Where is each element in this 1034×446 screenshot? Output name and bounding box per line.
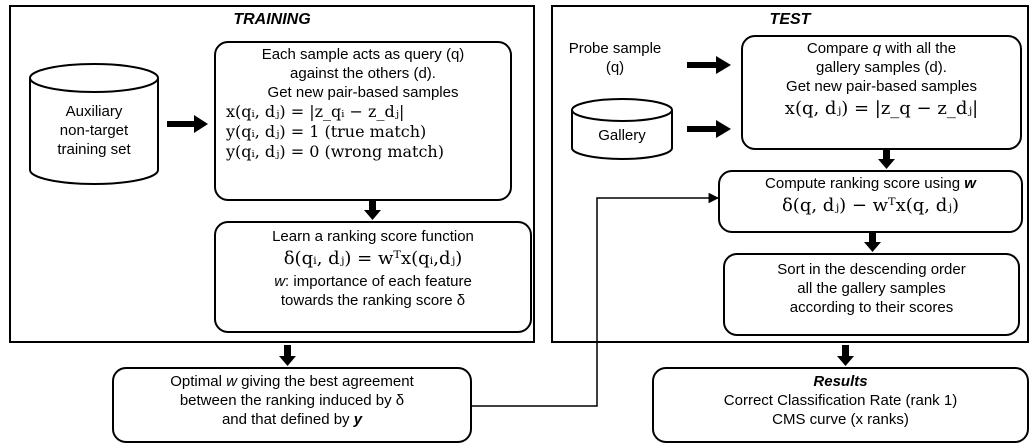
arrow-test-to-results	[837, 345, 854, 366]
optimal-line-1-post: giving the best agreement	[236, 373, 414, 390]
arrow-gallery-to-compare	[687, 120, 731, 138]
pair-generation-box: Each sample acts as query (q) against th…	[214, 41, 512, 201]
compare-line-1-pre: Compare	[806, 40, 873, 57]
compare-line-1: Compare q with all the	[743, 39, 1020, 58]
auxiliary-line-1: Auxiliary	[65, 103, 123, 120]
training-title: TRAINING	[233, 11, 311, 28]
probe-line-1: Probe sample	[568, 40, 662, 57]
optimal-line-3: and that defined by y	[114, 410, 470, 429]
gallery-label: Gallery	[598, 127, 646, 144]
test-title: TEST	[769, 11, 811, 28]
results-title: Results	[813, 373, 868, 390]
compare-line-2: gallery samples (d).	[816, 59, 947, 76]
optimal-w-box: Optimal w giving the best agreement betw…	[112, 367, 472, 443]
pairs-line-2: against the others (d).	[290, 65, 436, 82]
arrow-pairs-to-learn	[364, 201, 381, 220]
database-icon	[29, 63, 159, 185]
training-panel: TRAINING	[9, 5, 535, 343]
sort-box: Sort in the descending order all the gal…	[723, 253, 1020, 336]
probe-line-2: (q)	[605, 59, 625, 76]
optimal-line-2: between the ranking induced by δ	[179, 392, 405, 409]
gallery-cylinder: Gallery	[570, 98, 674, 162]
learn-ranking-box: Learn a ranking score function δ(qᵢ, dⱼ)…	[214, 221, 532, 333]
sort-line-2: all the gallery samples	[797, 280, 946, 297]
optimal-to-score-connector	[472, 192, 720, 407]
pairs-formula-true: y(qᵢ, dⱼ) = 1 (true match)	[226, 122, 427, 141]
probe-sample-label: Probe sample (q)	[556, 39, 674, 77]
optimal-line-3-pre: and that defined by	[221, 411, 354, 428]
optimal-line-1: Optimal w giving the best agreement	[114, 372, 470, 391]
results-line-1: Correct Classification Rate (rank 1)	[723, 392, 958, 409]
auxiliary-line-2: non-target	[59, 122, 129, 139]
auxiliary-line-3: training set	[57, 141, 131, 158]
results-line-2: CMS curve (x ranks)	[772, 411, 909, 428]
compare-line-3: Get new pair-based samples	[786, 78, 977, 95]
database-icon	[571, 98, 673, 160]
compute-score-box: Compute ranking score using w δ(q, dⱼ) −…	[718, 170, 1023, 233]
score-formula: δ(q, dⱼ) − wᵀx(q, dⱼ)	[781, 195, 960, 216]
arrow-probe-to-compare	[687, 56, 731, 74]
arrow-training-to-optimal	[279, 345, 296, 366]
pairs-line-3: Get new pair-based samples	[267, 84, 459, 101]
compare-box: Compare q with all the gallery samples (…	[741, 35, 1022, 150]
results-box: Results Correct Classification Rate (ran…	[652, 367, 1029, 443]
score-line-1: Compute ranking score using w	[720, 174, 1021, 193]
optimal-w-var: w	[226, 373, 237, 390]
compare-line-1-post: with all the	[881, 40, 957, 57]
learn-line-4: towards the ranking score δ	[280, 292, 466, 309]
auxiliary-dataset-label: Auxiliary non-target training set	[28, 102, 160, 159]
learn-w-var: w	[274, 273, 286, 290]
score-line-1-pre: Compute ranking score using	[765, 175, 965, 192]
learn-line-3-text: : importance of each feature	[285, 273, 472, 290]
learn-formula: δ(qᵢ, dⱼ) = wᵀx(qᵢ,dⱼ)	[283, 248, 463, 269]
pairs-line-1: Each sample acts as query (q)	[261, 46, 465, 63]
learn-line-1: Learn a ranking score function	[272, 228, 474, 245]
compare-q-var: q	[872, 40, 882, 57]
test-panel: TEST	[551, 5, 1029, 343]
learn-line-3: w: importance of each feature	[216, 272, 530, 291]
optimal-y-var: y	[353, 411, 363, 428]
compare-formula: x(q, dⱼ) = |z_q − z_dⱼ|	[784, 98, 979, 119]
sort-line-1: Sort in the descending order	[777, 261, 966, 278]
arrow-score-to-sort	[864, 233, 881, 252]
auxiliary-dataset-cylinder: Auxiliary non-target training set	[28, 62, 160, 186]
arrow-compare-to-score	[878, 150, 895, 169]
pairs-formula-wrong: y(qᵢ, dⱼ) = 0 (wrong match)	[226, 142, 444, 161]
arrow-dataset-to-pairs	[167, 115, 208, 133]
optimal-line-1-pre: Optimal	[170, 373, 227, 390]
score-w-var: w	[964, 175, 976, 192]
pairs-formula-x: x(qᵢ, dⱼ) = |z_qᵢ − z_dⱼ|	[226, 102, 405, 121]
sort-line-3: according to their scores	[789, 299, 954, 316]
